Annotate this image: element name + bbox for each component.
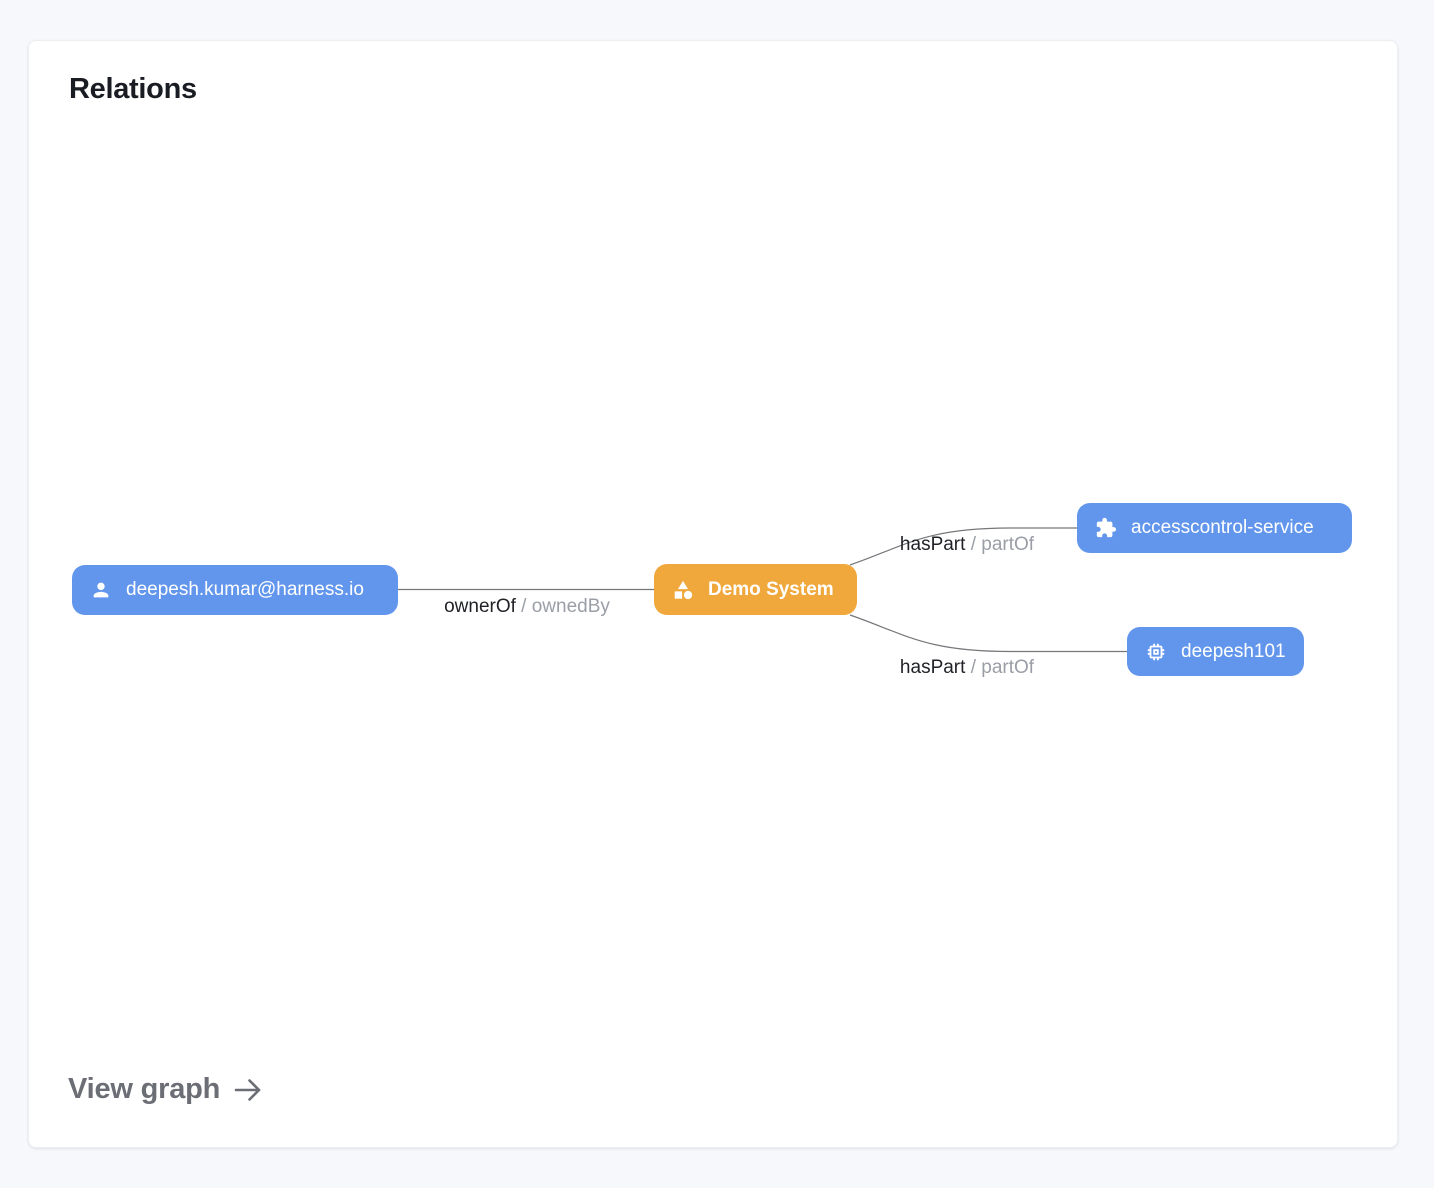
node-label: deepesh.kumar@harness.io — [126, 579, 364, 600]
person-icon — [90, 579, 112, 601]
node-label: accesscontrol-service — [1131, 517, 1314, 538]
puzzle-piece-icon — [1095, 517, 1117, 539]
edge-label-primary: ownerOf — [444, 596, 516, 617]
arrow-right-icon — [232, 1074, 264, 1106]
edge-label-secondary: ownedBy — [531, 596, 610, 617]
node-label: deepesh101 — [1181, 640, 1286, 662]
node-deepesh101[interactable]: deepesh101 — [1127, 627, 1304, 676]
edge-label-separator: / — [970, 657, 976, 678]
node-label: Demo System — [708, 578, 834, 600]
node-demo-system[interactable]: Demo System — [654, 564, 857, 615]
page-title: Relations — [69, 73, 197, 105]
category-icon — [672, 579, 694, 601]
chip-icon — [1145, 641, 1167, 663]
edge-label-primary: hasPart — [899, 657, 966, 678]
edge-label-separator: / — [970, 534, 976, 555]
edge-label-separator: / — [521, 596, 527, 617]
edge-label-secondary: partOf — [981, 657, 1035, 678]
edge-label-primary: hasPart — [899, 534, 966, 555]
edge-label-haspart-bottom: hasPart / partOf — [900, 657, 1034, 679]
edge-label-secondary: partOf — [981, 534, 1035, 555]
edge-label-ownerof: ownerOf / ownedBy — [444, 596, 610, 618]
edge-label-haspart-top: hasPart / partOf — [900, 534, 1034, 556]
node-user[interactable]: deepesh.kumar@harness.io — [72, 565, 398, 615]
view-graph-label: View graph — [68, 1073, 221, 1105]
node-accesscontrol-service[interactable]: accesscontrol-service — [1077, 503, 1352, 553]
view-graph-link[interactable]: View graph — [68, 1073, 264, 1106]
